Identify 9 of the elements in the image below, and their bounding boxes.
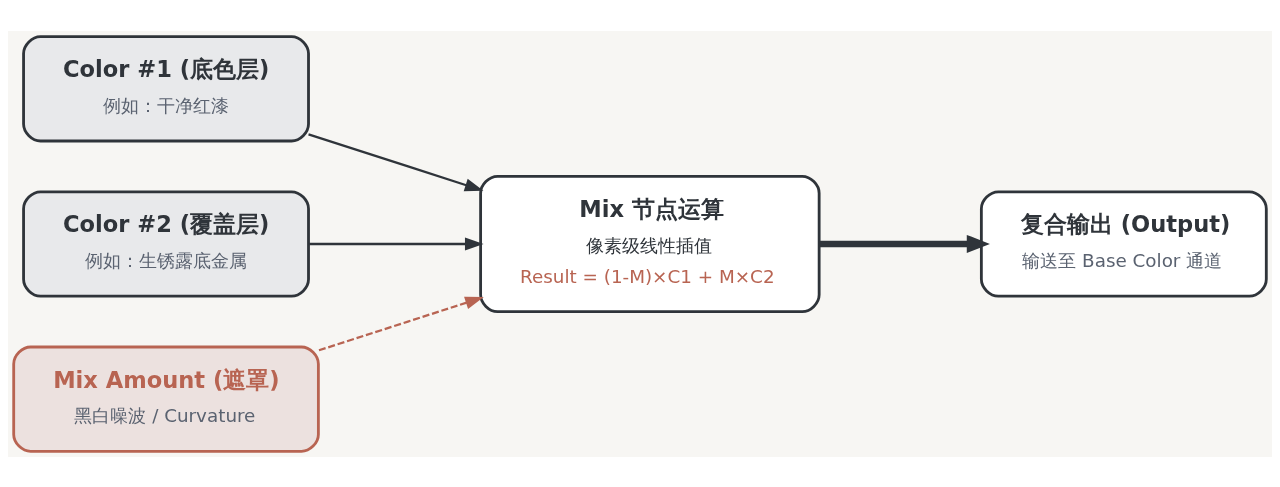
arrow	[308, 236, 484, 251]
arrow	[819, 234, 990, 253]
arrow	[308, 132, 484, 191]
node-box: Color #2 (覆盖层) 例如：生锈露底金属	[22, 189, 310, 298]
node-box: Mix 节点运算 像素级线性插值 Result = (1-M)×C1 + M×C2	[479, 174, 821, 313]
node-box: Color #1 (底色层) 例如：干净红漆	[22, 34, 310, 142]
node-box: 复合输出 (Output) 输送至 Base Color 通道	[979, 189, 1268, 298]
node-box: Mix Amount (遮罩) 黑白噪波 / Curvature	[12, 345, 320, 453]
arrow	[318, 296, 484, 351]
